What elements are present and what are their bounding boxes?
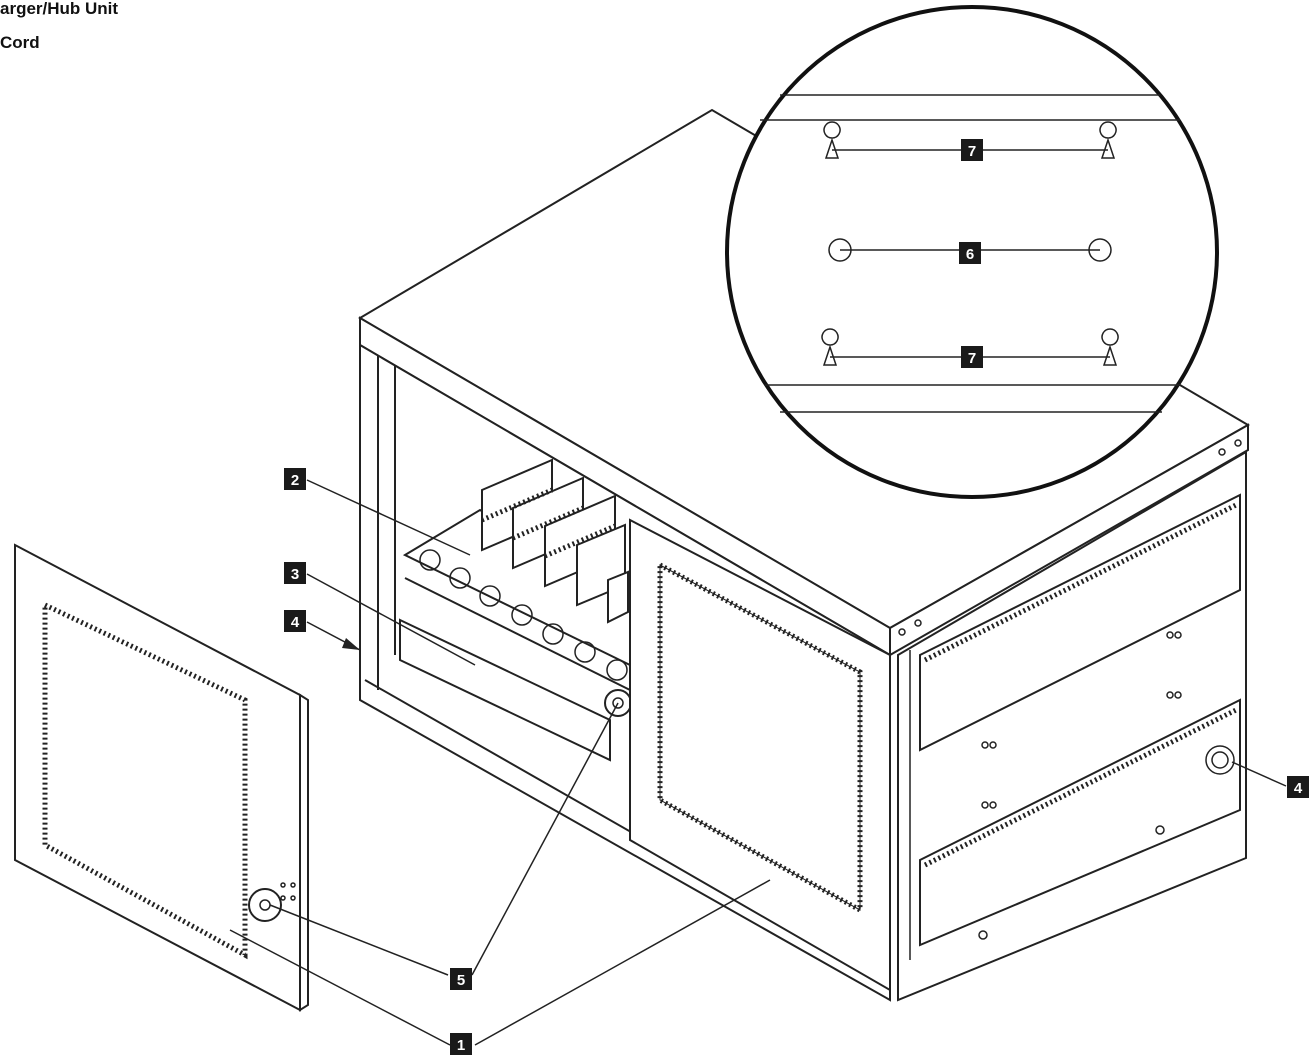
callout-6-label: 6 (966, 246, 974, 263)
callout-2-label: 2 (291, 472, 299, 489)
charger-hub-shelf (399, 458, 652, 762)
parts-legend: arger/Hub Unit Cord (0, 0, 118, 60)
callout-4-right: 4 (1287, 776, 1309, 798)
right-door (629, 518, 891, 992)
callout-1-label: 1 (457, 1037, 465, 1054)
leader-lines (229, 479, 1287, 1046)
callout-badges: 2 3 4 4 5 1 7 6 (284, 139, 1309, 1055)
callout-4-right-label: 4 (1294, 780, 1303, 797)
callout-4-left-label: 4 (291, 614, 300, 631)
callout-1: 1 (450, 1033, 472, 1055)
left-door (14, 543, 309, 1012)
legend-item-2: Cord (0, 33, 40, 52)
callout-7-bottom-label: 7 (968, 350, 976, 367)
callout-4-left: 4 (284, 610, 306, 632)
cabinet-right-side (897, 439, 1247, 1002)
legend-item-1: arger/Hub Unit (0, 0, 119, 18)
callout-6: 6 (959, 242, 981, 264)
callout-7-top: 7 (961, 139, 983, 161)
callout-5-label: 5 (457, 972, 465, 989)
callout-7-bottom: 7 (961, 346, 983, 368)
callout-7-top-label: 7 (968, 143, 976, 160)
callout-3: 3 (284, 562, 306, 584)
callout-5: 5 (450, 968, 472, 990)
callout-2: 2 (284, 468, 306, 490)
callout-3-label: 3 (291, 566, 299, 583)
